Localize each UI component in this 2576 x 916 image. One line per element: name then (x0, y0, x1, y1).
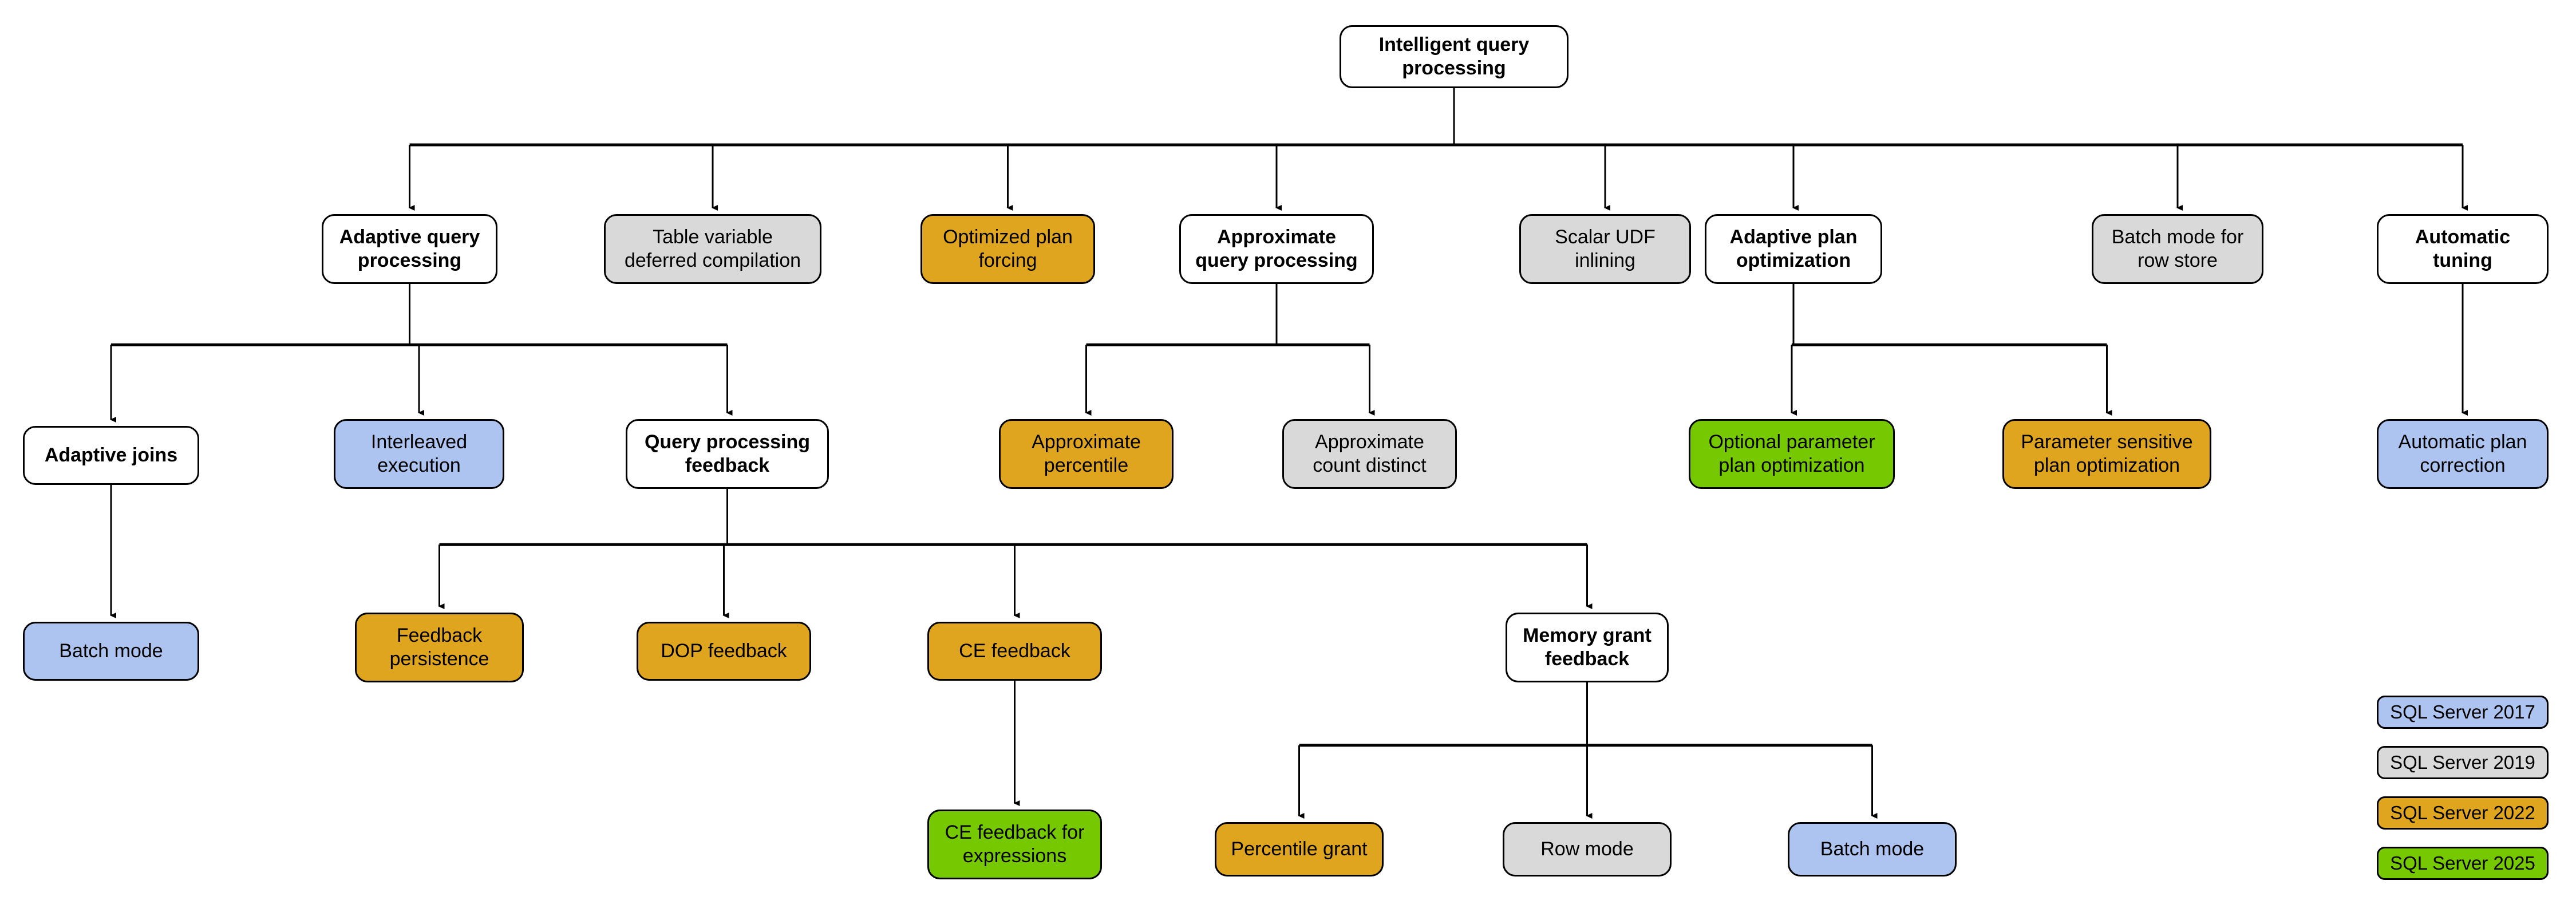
node-approximate-query-processing[interactable]: Approximate query processing (1179, 214, 1374, 284)
node-row-mode[interactable]: Row mode (1503, 822, 1672, 876)
node-adaptive-plan-optimization[interactable]: Adaptive plan optimization (1705, 214, 1882, 284)
node-scalar-udf-inlining[interactable]: Scalar UDF inlining (1519, 214, 1691, 284)
node-ce-feedback-for-expressions[interactable]: CE feedback for expressions (927, 810, 1102, 879)
node-approximate-percentile[interactable]: Approximate percentile (999, 419, 1174, 489)
legend-sql-server-2022: SQL Server 2022 (2377, 796, 2549, 830)
node-query-processing-feedback[interactable]: Query processing feedback (626, 419, 829, 489)
node-optimized-plan-forcing[interactable]: Optimized plan forcing (920, 214, 1095, 284)
node-root[interactable]: Intelligent query processing (1340, 25, 1568, 88)
node-dop-feedback[interactable]: DOP feedback (637, 622, 811, 681)
node-adaptive-query-processing[interactable]: Adaptive query processing (322, 214, 497, 284)
node-feedback-persistence[interactable]: Feedback persistence (355, 613, 524, 682)
node-automatic-tuning[interactable]: Automatic tuning (2377, 214, 2549, 284)
legend-sql-server-2019: SQL Server 2019 (2377, 746, 2549, 779)
node-memory-grant-feedback[interactable]: Memory grant feedback (1506, 613, 1669, 682)
node-parameter-sensitive-plan-optimization[interactable]: Parameter sensitive plan optimization (2002, 419, 2211, 489)
node-percentile-grant[interactable]: Percentile grant (1215, 822, 1384, 876)
node-optional-parameter-plan-optimization[interactable]: Optional parameter plan optimization (1689, 419, 1895, 489)
node-interleaved-execution[interactable]: Interleaved execution (334, 419, 504, 489)
node-batch-mode-mgf[interactable]: Batch mode (1788, 822, 1957, 876)
node-approximate-count-distinct[interactable]: Approximate count distinct (1282, 419, 1457, 489)
node-batch-mode-for-row-store[interactable]: Batch mode for row store (2092, 214, 2263, 284)
node-adaptive-joins[interactable]: Adaptive joins (23, 426, 199, 485)
legend-sql-server-2025: SQL Server 2025 (2377, 847, 2549, 880)
node-automatic-plan-correction[interactable]: Automatic plan correction (2377, 419, 2549, 489)
node-table-variable-deferred-compilation[interactable]: Table variable deferred compilation (604, 214, 821, 284)
node-batch-mode[interactable]: Batch mode (23, 622, 199, 681)
legend-sql-server-2017: SQL Server 2017 (2377, 696, 2549, 729)
node-ce-feedback[interactable]: CE feedback (927, 622, 1102, 681)
